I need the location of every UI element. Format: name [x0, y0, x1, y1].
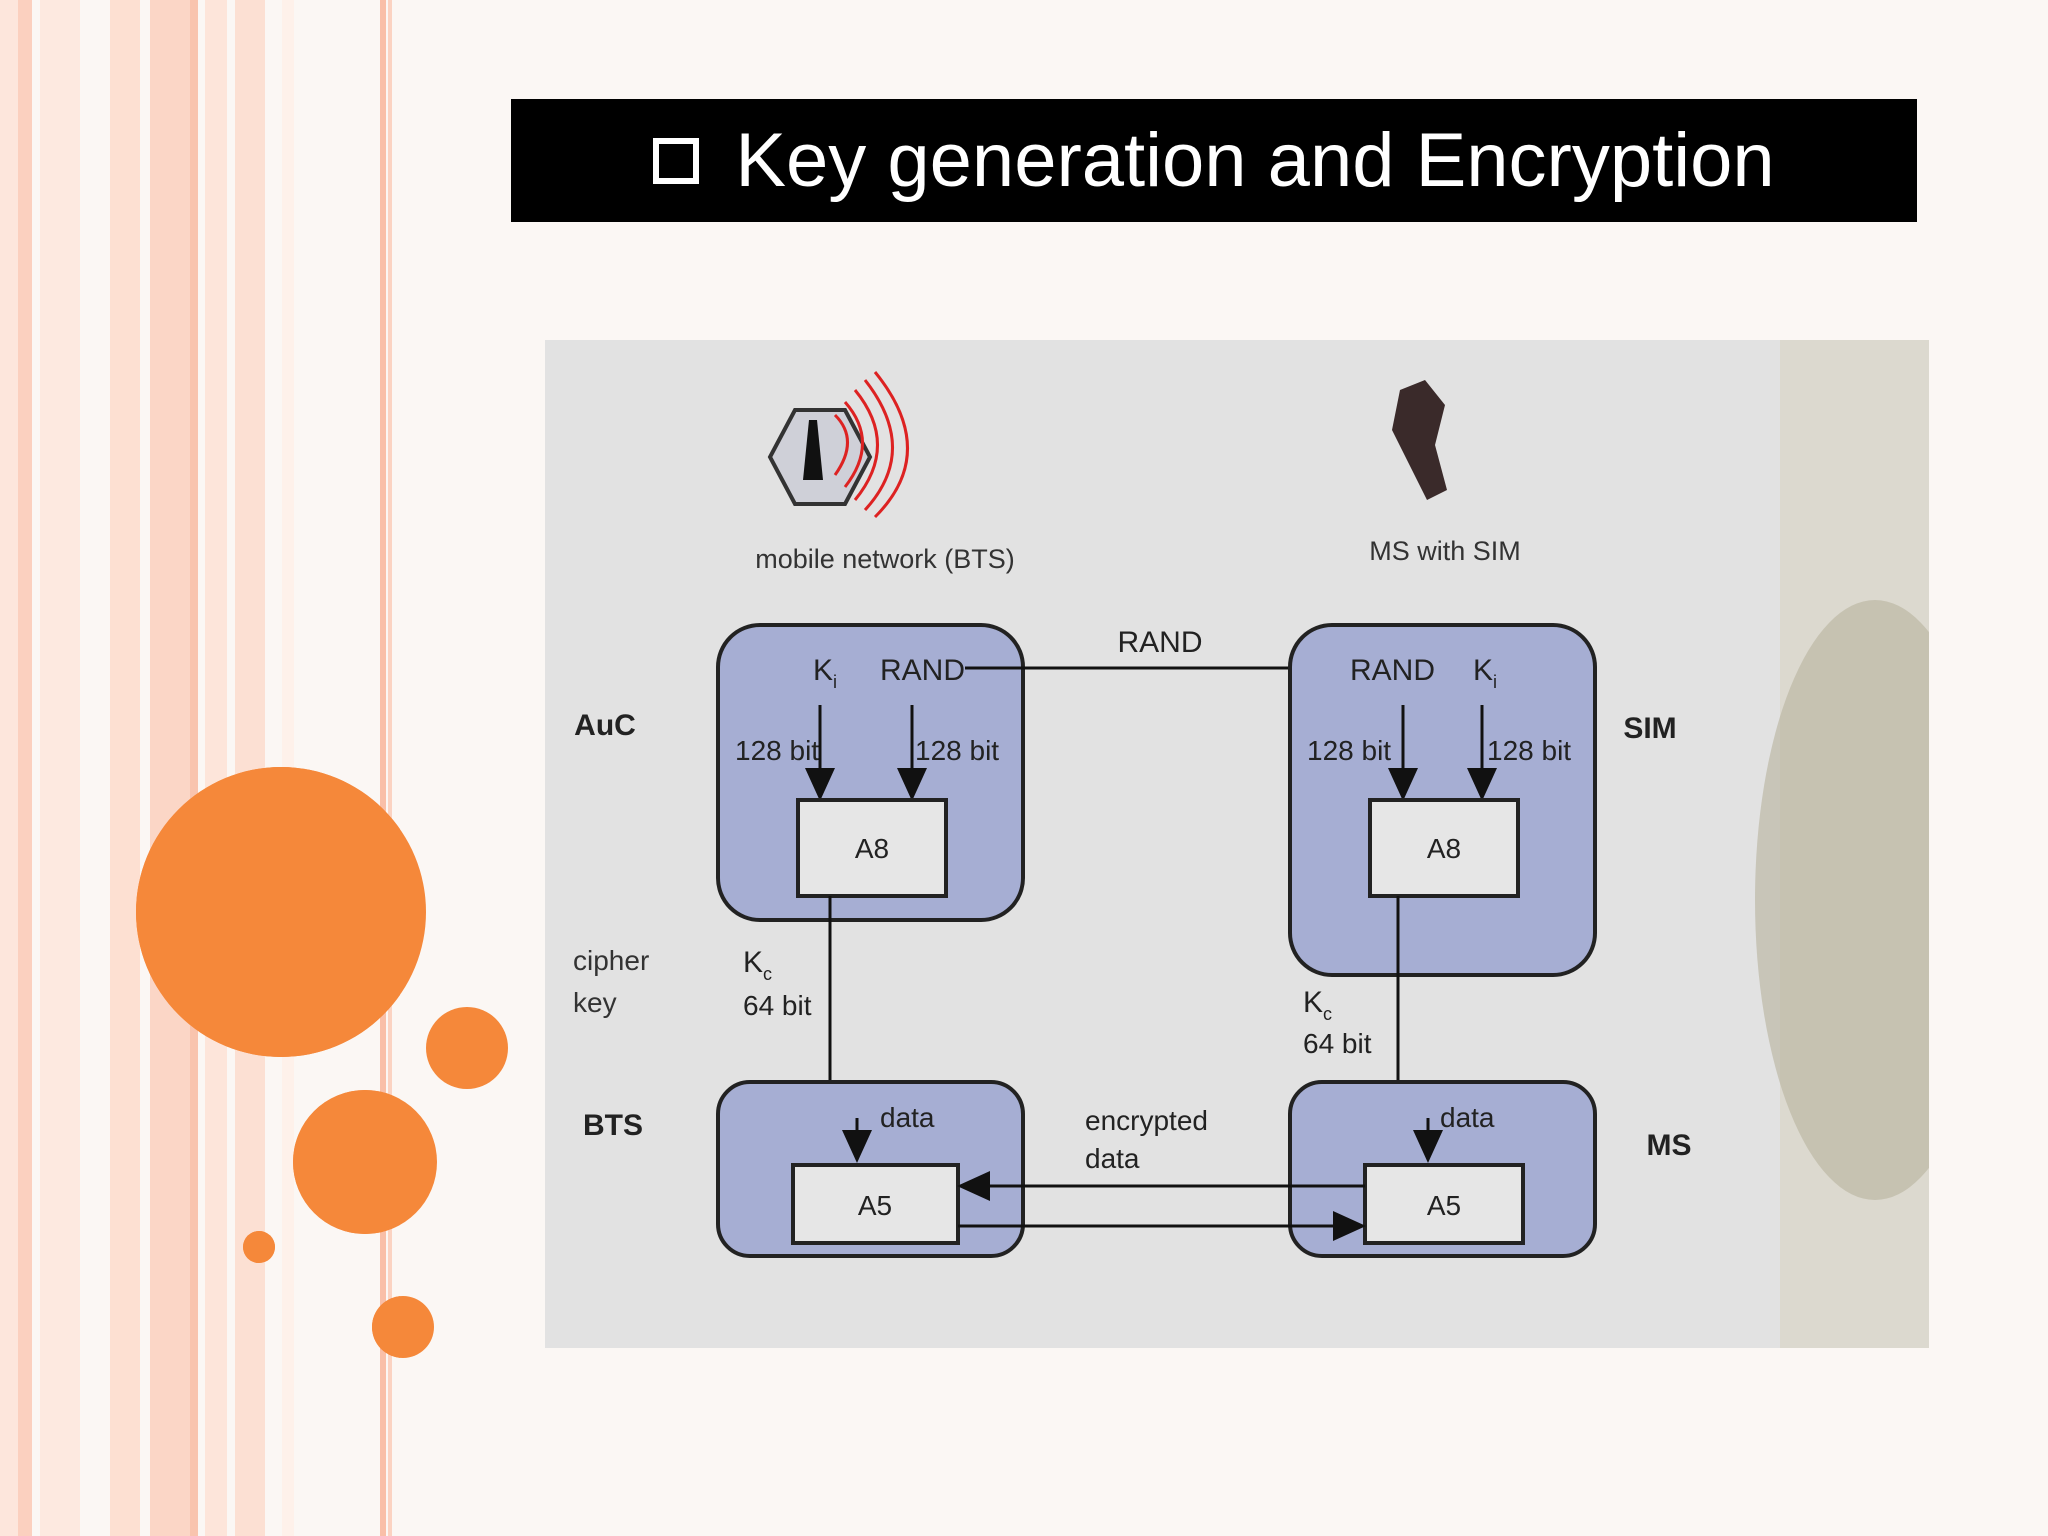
ms-a5-label: A5	[1427, 1190, 1461, 1221]
sim-ki-label: Ki	[1473, 654, 1497, 692]
encrypted-label-2: data	[1085, 1143, 1140, 1174]
auc-bits-right: 128 bit	[915, 735, 999, 766]
kc-left-label: Kc	[743, 946, 772, 984]
auc-a8-label: A8	[855, 833, 889, 864]
encrypted-label-1: encrypted	[1085, 1105, 1208, 1136]
auc-label: AuC	[574, 709, 636, 742]
ms-data-label: data	[1440, 1102, 1495, 1133]
sim-label: SIM	[1623, 712, 1676, 745]
sim-bits-right: 128 bit	[1487, 735, 1571, 766]
auc-ki-label: Ki	[813, 654, 837, 692]
key-generation-diagram: mobile network (BTS) MS with SIM AuC Ki …	[545, 340, 1929, 1348]
sim-rand-label: RAND	[1350, 654, 1435, 687]
rand-transfer-label: RAND	[1117, 626, 1202, 659]
mobile-phone-icon	[1392, 380, 1447, 500]
slide-title: Key generation and Encryption	[653, 117, 1775, 204]
sim-bits-left: 128 bit	[1307, 735, 1391, 766]
bts-a5-box	[791, 1163, 960, 1245]
auc-rand-label: RAND	[880, 654, 965, 687]
ms-label: MS with SIM	[1369, 536, 1521, 566]
auc-bits-left: 128 bit	[735, 735, 819, 766]
bts-tower-icon	[767, 371, 909, 519]
title-bar: Key generation and Encryption	[511, 99, 1917, 222]
kc-right-bits: 64 bit	[1303, 1028, 1372, 1059]
network-label: mobile network (BTS)	[755, 544, 1015, 574]
auc-a8-box	[796, 798, 948, 898]
bts-a5-label: A5	[858, 1190, 892, 1221]
bts-data-label: data	[880, 1102, 935, 1133]
ms-a5-box	[1363, 1163, 1525, 1245]
cipher-key-label-2: key	[573, 987, 617, 1018]
sim-a8-box	[1368, 798, 1520, 898]
cipher-key-label-1: cipher	[573, 945, 649, 976]
globe-decoration	[1755, 600, 1929, 1200]
kc-left-bits: 64 bit	[743, 990, 812, 1021]
sim-a8-label: A8	[1427, 833, 1461, 864]
ms-side-label: MS	[1647, 1129, 1692, 1162]
bts-label: BTS	[583, 1109, 643, 1142]
slide-title-text: Key generation and Encryption	[735, 118, 1775, 203]
kc-right-label: Kc	[1303, 986, 1332, 1024]
checkbox-bullet-icon	[653, 137, 700, 184]
